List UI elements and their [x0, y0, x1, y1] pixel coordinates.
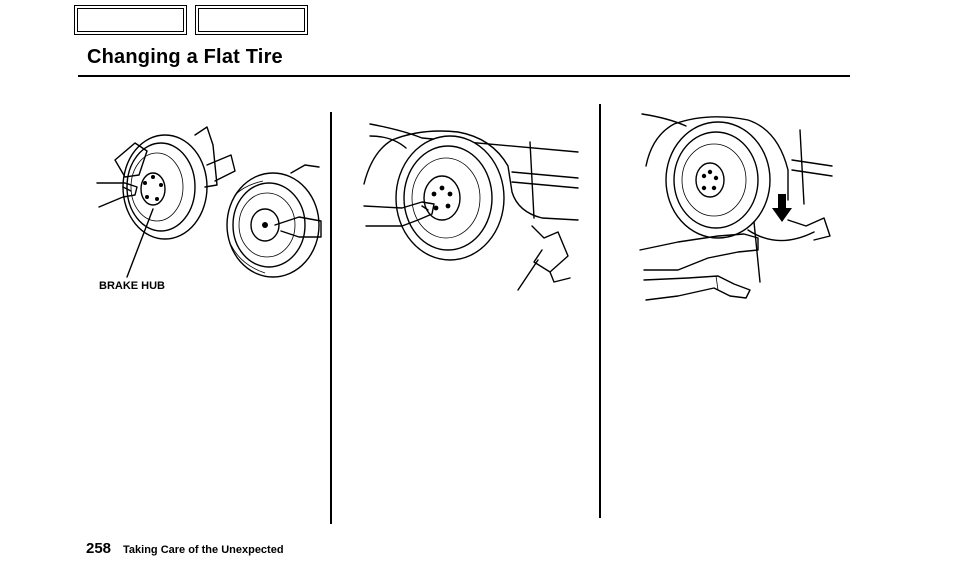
footer-section-title: Taking Care of the Unexpected [123, 544, 284, 556]
brake-hub-illustration [96, 126, 322, 278]
page-title: Changing a Flat Tire [87, 46, 283, 68]
nav-box-left[interactable] [74, 5, 187, 35]
column-divider-2 [599, 104, 601, 518]
mount-spare-illustration [363, 123, 579, 291]
column-divider-1 [330, 112, 332, 524]
nav-box-right[interactable] [195, 5, 308, 35]
tighten-lug-nuts-illustration [639, 113, 833, 301]
page-number: 258 [86, 540, 112, 557]
brake-hub-caption: BRAKE HUB [99, 280, 165, 292]
title-rule [78, 75, 850, 77]
